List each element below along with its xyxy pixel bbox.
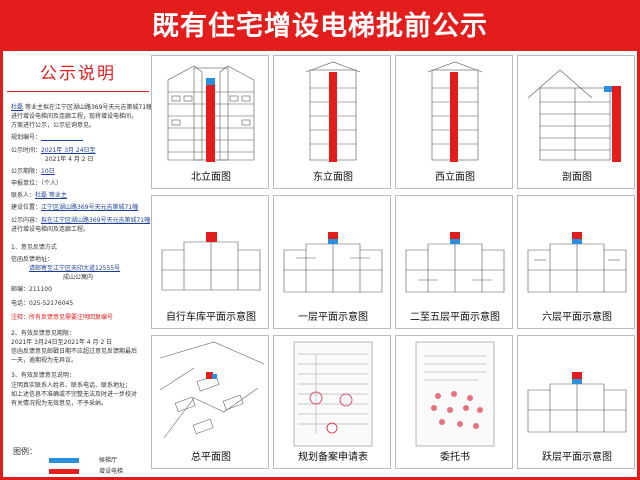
caption-duplex-floor-plan: 跃层平面示意图 bbox=[542, 452, 612, 463]
first-floor-plan-drawing bbox=[283, 232, 383, 293]
west-elevation-drawing bbox=[427, 61, 483, 162]
drawing-west-elevation[interactable]: 西立面图 bbox=[395, 55, 513, 189]
caption-section: 剖面图 bbox=[562, 172, 592, 183]
notice-line-3: 方案进行公示，公示征询意见。 bbox=[11, 122, 96, 129]
drawing-duplex-floor-plan[interactable]: 跃层平面示意图 bbox=[517, 335, 635, 469]
content-line: 公示内容：拟在江宁区湖山路369号天元吉第城71幢 bbox=[11, 217, 151, 224]
drawing-filing-form[interactable]: 规划备案申请表 bbox=[273, 335, 391, 469]
drawing-site-plan[interactable]: 总平面图 bbox=[151, 335, 269, 469]
note-red: 注释：所有反馈意见需要注明回复编号 bbox=[11, 314, 114, 321]
caption-west-elevation: 西立面图 bbox=[435, 172, 475, 183]
header-banner: 既有住宅增设电梯批前公示 bbox=[3, 3, 637, 51]
tel-line: 电话：025-52176045 bbox=[11, 300, 74, 307]
drawing-east-elevation[interactable]: 东立面图 bbox=[273, 55, 391, 189]
period-end: 2021年 4 月 2 日 bbox=[45, 156, 94, 163]
plan-no-label: 规划编号：______________ bbox=[11, 134, 84, 141]
site-line: 建设位置：江宁区湖山路369号天元吉第城71幢 bbox=[11, 204, 139, 211]
filing-form-drawing bbox=[293, 341, 373, 447]
drawing-north-elevation[interactable]: 北立面图 bbox=[151, 55, 269, 189]
legend-label-hall: 候梯厅 bbox=[99, 457, 118, 464]
divider bbox=[7, 91, 149, 92]
contact-line: 联系人：杜磊 等业主 bbox=[11, 192, 67, 199]
period2-note: 信函反馈意见邮戳日期不应超过意见反馈期最后 bbox=[11, 348, 138, 355]
content-rest: 进行增设电梯间及连廊工程。 bbox=[11, 226, 90, 233]
caption-power-of-attorney: 委托书 bbox=[440, 452, 470, 463]
days-line: 公示期限：10日 bbox=[11, 168, 55, 175]
period-line: 公示时间：2021年 3月 24日至 bbox=[11, 147, 96, 154]
sixth-floor-plan-drawing bbox=[527, 232, 627, 293]
drawing-sixth-floor-plan[interactable]: 六层平面示意图 bbox=[517, 195, 635, 329]
drawing-bike-garage-plan[interactable]: 自行车库平面示意图 bbox=[151, 195, 269, 329]
mail-line: 信函反馈地址： bbox=[11, 256, 54, 263]
drawing-grid: 北立面图 东立面图 bbox=[151, 55, 637, 479]
legend-swatch-elevator bbox=[49, 469, 79, 474]
applicant-unit: 申报单位：（个人） bbox=[11, 180, 63, 187]
caption-site-plan: 总平面图 bbox=[191, 452, 231, 463]
caption-filing-form: 规划备案申请表 bbox=[298, 452, 368, 463]
period2-head: 2、有效反馈意见期限： bbox=[11, 330, 75, 337]
valid-3: 有关情况视为无效意见，不予采纳。 bbox=[11, 400, 108, 407]
east-elevation-drawing bbox=[305, 61, 361, 162]
power-of-attorney-drawing bbox=[415, 341, 495, 447]
feedback-head: 1、意见反馈方式 bbox=[11, 244, 57, 251]
mail-address: 请邮寄至江宁区天印大道12555号 bbox=[29, 265, 121, 272]
caption-east-elevation: 东立面图 bbox=[313, 172, 353, 183]
floors-2-5-plan-drawing bbox=[405, 232, 505, 293]
caption-floors-2-5-plan: 二至五层平面示意图 bbox=[410, 312, 500, 323]
bike-garage-plan-drawing bbox=[161, 232, 261, 291]
valid-head: 3、有效反馈意见说明： bbox=[11, 372, 75, 379]
zip-line: 邮编：211100 bbox=[11, 286, 52, 293]
notice-line-1: 杜磊 等业主拟在江宁区湖山路369号天元吉第城71幢 bbox=[11, 103, 152, 112]
caption-first-floor-plan: 一层平面示意图 bbox=[298, 312, 368, 323]
legend-title: 图例： bbox=[13, 447, 37, 456]
valid-2: 如上述信息不准确或不完整无法及时进一步校对 bbox=[11, 391, 138, 398]
notice-line-2: 进行增设电梯间及连廊工程，现将增设电梯间， bbox=[11, 113, 138, 120]
mail-address-2: 成山公寓内 bbox=[63, 274, 94, 281]
duplex-floor-plan-drawing bbox=[527, 372, 627, 433]
caption-north-elevation: 北立面图 bbox=[191, 172, 231, 183]
drawing-floors-2-5-plan[interactable]: 二至五层平面示意图 bbox=[395, 195, 513, 329]
section-drawing bbox=[527, 69, 621, 162]
legend-label-elevator: 增设电梯 bbox=[99, 468, 124, 475]
period2-note-2: 一天，逾期视为无异议。 bbox=[11, 357, 78, 364]
valid-1: 注明真实联系人姓名、联系电话、联系地址； bbox=[11, 382, 132, 389]
applicant-rest: 等业主拟在江宁区湖山路369号天元吉第城71幢 bbox=[24, 104, 153, 111]
north-elevation-drawing bbox=[167, 65, 255, 162]
caption-sixth-floor-plan: 六层平面示意图 bbox=[542, 312, 612, 323]
legend-swatch-hall bbox=[49, 458, 79, 463]
drawing-power-of-attorney[interactable]: 委托书 bbox=[395, 335, 513, 469]
drawing-section[interactable]: 剖面图 bbox=[517, 55, 635, 189]
period2-value: 2021年 3月24日至2021年 4 月 2 日 bbox=[11, 339, 113, 346]
notice-title: 公示说明 bbox=[40, 64, 116, 84]
applicant-name: 杜磊 bbox=[11, 104, 24, 111]
caption-bike-garage-plan: 自行车库平面示意图 bbox=[166, 312, 256, 323]
drawing-first-floor-plan[interactable]: 一层平面示意图 bbox=[273, 195, 391, 329]
site-plan-drawing bbox=[159, 341, 265, 439]
notice-panel: 公示说明 杜磊 等业主拟在江宁区湖山路369号天元吉第城71幢 进行增设电梯间及… bbox=[7, 55, 152, 475]
page-title: 既有住宅增设电梯批前公示 bbox=[152, 11, 488, 42]
